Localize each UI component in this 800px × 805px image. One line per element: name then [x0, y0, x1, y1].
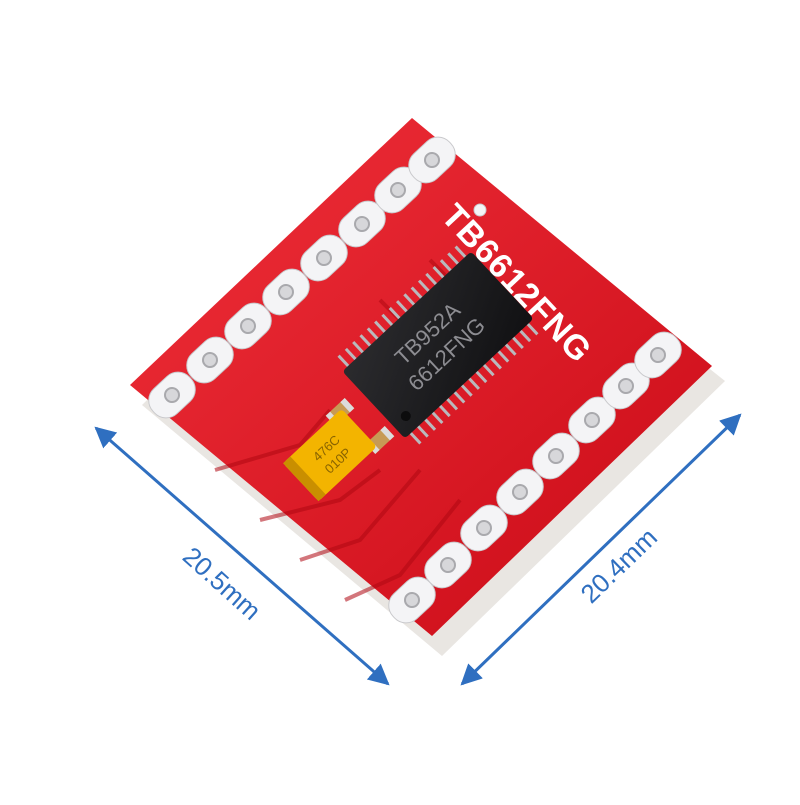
- fiducial-dot: [473, 203, 487, 217]
- right-dimension-label: 20.4mm: [575, 522, 663, 609]
- right-dimension-arrow: [460, 413, 742, 686]
- pad-row-top: [148, 136, 456, 419]
- left-dimension-label: 20.5mm: [177, 541, 267, 626]
- left-dimension-arrow: [94, 426, 390, 686]
